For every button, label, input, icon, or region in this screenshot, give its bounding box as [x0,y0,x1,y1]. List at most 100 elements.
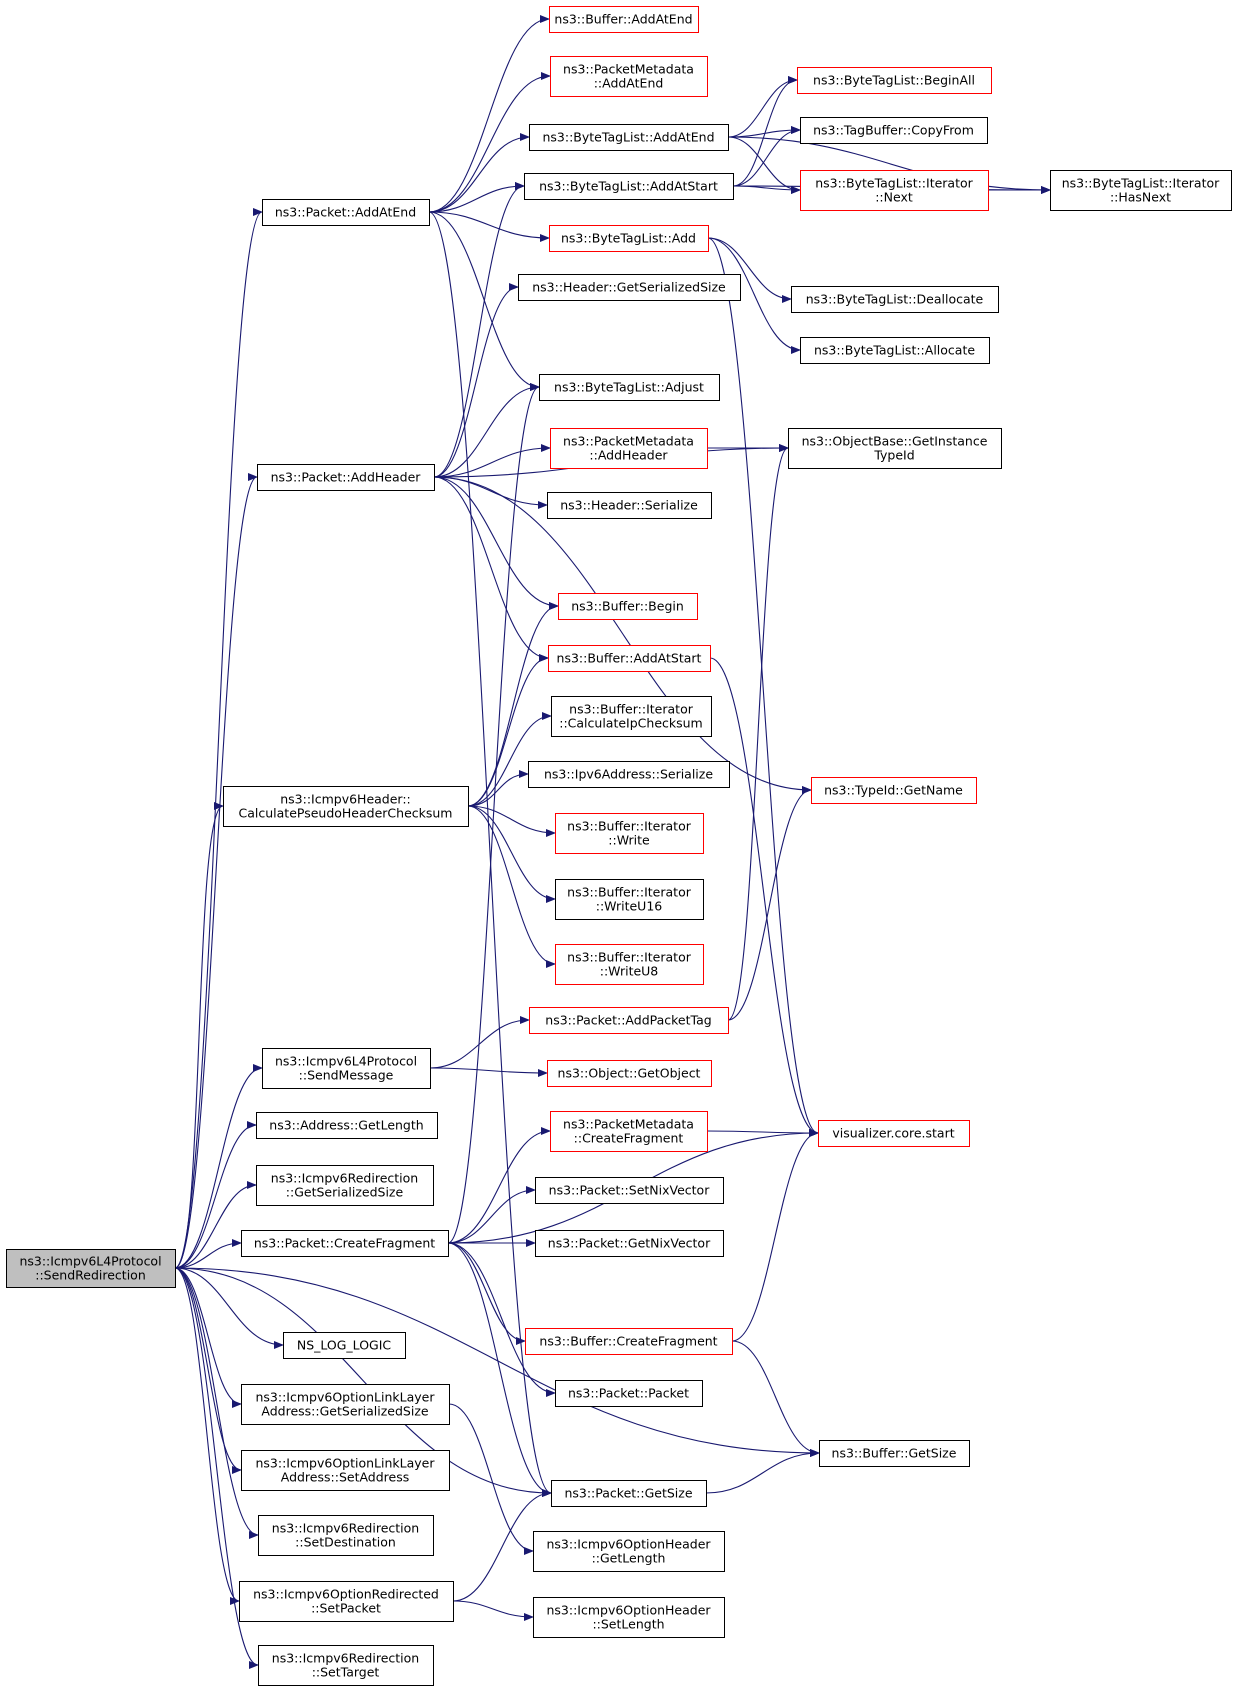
graph-node-btladjust[interactable]: ns3::ByteTagList::Adjust [539,374,720,401]
call-edge [428,72,551,213]
graph-node-pmaddheader[interactable]: ns3::PacketMetadata::AddHeader [550,428,708,469]
node-label: ns3::Packet::AddHeader [271,470,422,485]
node-label: ns3::Packet::CreateFragment [254,1236,435,1251]
node-box [239,1581,454,1622]
call-edge [174,1267,242,1408]
graph-node-sendredirection[interactable]: ns3::Icmpv6L4Protocol::SendRedirection [6,1249,176,1288]
graph-node-btladdatstart[interactable]: ns3::ByteTagList::AddAtStart [524,173,734,200]
node-box [558,593,698,620]
node-box [550,1111,708,1152]
call-edge [174,1121,257,1269]
graph-node-bufitwrite[interactable]: ns3::Buffer::Iterator::Write [555,813,704,854]
graph-node-nslog[interactable]: NS_LOG_LOGIC [283,1332,406,1359]
graph-node-optredirsetpacket[interactable]: ns3::Icmpv6OptionRedirected::SetPacket [239,1581,454,1622]
node-label: ns3::ByteTagList::Adjust [554,380,704,395]
node-box [550,56,708,97]
graph-node-btlalloc[interactable]: ns3::ByteTagList::Allocate [800,337,990,364]
node-box [533,1597,725,1638]
node-label: ns3::Buffer::Iterator [569,702,694,717]
graph-node-vizstart[interactable]: visualizer.core.start [818,1120,970,1147]
graph-node-bufaddatstart[interactable]: ns3::Buffer::AddAtStart [548,645,711,672]
node-label: ns3::Buffer::Begin [571,599,684,614]
call-edge [174,1267,552,1497]
node-label: ::GetLength [592,1551,666,1566]
node-box [257,464,435,491]
graph-node-optllsetaddress[interactable]: ns3::Icmpv6OptionLinkLayerAddress::SetAd… [241,1450,450,1491]
graph-node-bufgetsize[interactable]: ns3::Buffer::GetSize [819,1440,970,1467]
graph-node-addrgetlength[interactable]: ns3::Address::GetLength [256,1112,438,1139]
node-label: ns3::Object::GetObject [558,1066,701,1081]
graph-node-setnixvector[interactable]: ns3::Packet::SetNixVector [535,1177,724,1204]
graph-node-btlbeginall[interactable]: ns3::ByteTagList::BeginAll [797,67,992,94]
graph-node-ipv6serialize[interactable]: ns3::Ipv6Address::Serialize [528,761,730,788]
call-edge [428,211,550,242]
node-box [818,1120,970,1147]
graph-node-btlithasnext[interactable]: ns3::ByteTagList::Iterator::HasNext [1050,170,1232,211]
node-label: ::WriteU16 [596,899,663,914]
call-edge [447,1242,526,1345]
graph-node-bufbegin[interactable]: ns3::Buffer::Begin [558,593,698,620]
graph-node-calcpseudo[interactable]: ns3::Icmpv6Header::CalculatePseudoHeader… [223,786,469,827]
graph-node-packetgetsize[interactable]: ns3::Packet::GetSize [551,1480,707,1507]
call-edge [429,1067,548,1077]
node-box [539,374,720,401]
node-label: ns3::Buffer::GetSize [832,1446,957,1461]
node-box [800,117,988,144]
graph-node-btldealloc[interactable]: ns3::ByteTagList::Deallocate [791,286,999,313]
graph-node-createfragment[interactable]: ns3::Packet::CreateFragment [241,1230,449,1257]
graph-node-optsetlength[interactable]: ns3::Icmpv6OptionHeader::SetLength [533,1597,725,1638]
node-label: ns3::Buffer::Iterator [567,885,692,900]
graph-node-pmaddatend[interactable]: ns3::PacketMetadata::AddAtEnd [550,56,708,97]
graph-node-pmcreatefrag[interactable]: ns3::PacketMetadata::CreateFragment [550,1111,708,1152]
node-label: ns3::ByteTagList::AddAtStart [539,179,718,194]
call-edge [447,1242,552,1497]
graph-node-addpackettag[interactable]: ns3::Packet::AddPacketTag [529,1007,729,1034]
node-box [555,1380,703,1407]
call-edge [433,476,559,610]
graph-node-getobject[interactable]: ns3::Object::GetObject [547,1060,712,1087]
graph-node-btladdatend[interactable]: ns3::ByteTagList::AddAtEnd [529,124,729,151]
node-label: ns3::Header::GetSerializedSize [532,280,726,295]
node-label: ::AddHeader [589,448,668,463]
node-box [800,170,989,211]
call-edge [429,1016,530,1069]
node-box [529,124,729,151]
graph-node-tagbufcopyfrom[interactable]: ns3::TagBuffer::CopyFrom [800,117,988,144]
call-edge [447,1127,551,1244]
graph-node-bufitwriteu8[interactable]: ns3::Buffer::Iterator::WriteU8 [555,944,704,985]
node-box [529,1007,729,1034]
graph-node-sendmessage[interactable]: ns3::Icmpv6L4Protocol::SendMessage [262,1048,431,1089]
graph-node-btlitnext[interactable]: ns3::ByteTagList::Iterator::Next [800,170,989,211]
graph-node-redirgetsersize[interactable]: ns3::Icmpv6Redirection::GetSerializedSiz… [256,1165,434,1206]
node-label: ::SetDestination [295,1535,396,1550]
node-box [550,428,708,469]
graph-node-packetctor[interactable]: ns3::Packet::Packet [555,1380,703,1407]
graph-node-getnixvector[interactable]: ns3::Packet::GetNixVector [535,1230,724,1257]
call-edge [433,383,540,478]
call-edge [428,211,552,1497]
node-box [797,67,992,94]
graph-node-redirsetdest[interactable]: ns3::Icmpv6Redirection::SetDestination [258,1515,434,1556]
graph-node-hdrserialize[interactable]: ns3::Header::Serialize [547,492,712,519]
graph-node-redirsettarget[interactable]: ns3::Icmpv6Redirection::SetTarget [258,1645,434,1686]
node-box [223,786,469,827]
node-box [528,761,730,788]
node-label: ns3::ByteTagList::BeginAll [813,73,975,88]
graph-node-btladd[interactable]: ns3::ByteTagList::Add [549,225,709,252]
call-edge [467,770,529,807]
call-edge [707,237,819,1137]
graph-node-optgetlength[interactable]: ns3::Icmpv6OptionHeader::GetLength [533,1531,725,1572]
graph-node-addheader[interactable]: ns3::Packet::AddHeader [257,464,435,491]
graph-node-bufaddatend[interactable]: ns3::Buffer::AddAtEnd [549,6,699,33]
call-edge [433,476,812,794]
graph-node-addatend[interactable]: ns3::Packet::AddAtEnd [262,199,430,226]
graph-node-bufcreatefrag[interactable]: ns3::Buffer::CreateFragment [525,1328,733,1355]
graph-node-typeidgetname[interactable]: ns3::TypeId::GetName [811,777,977,804]
graph-node-bufitcalcip[interactable]: ns3::Buffer::Iterator::CalculateIpChecks… [551,696,712,737]
call-edge [174,1267,259,1539]
node-label: ns3::Buffer::AddAtStart [557,651,702,666]
graph-node-bufitwriteu16[interactable]: ns3::Buffer::Iterator::WriteU16 [555,879,704,920]
graph-node-hdrgetsersize[interactable]: ns3::Header::GetSerializedSize [518,274,741,301]
graph-node-optllgetsersize[interactable]: ns3::Icmpv6OptionLinkLayerAddress::GetSe… [241,1384,450,1425]
